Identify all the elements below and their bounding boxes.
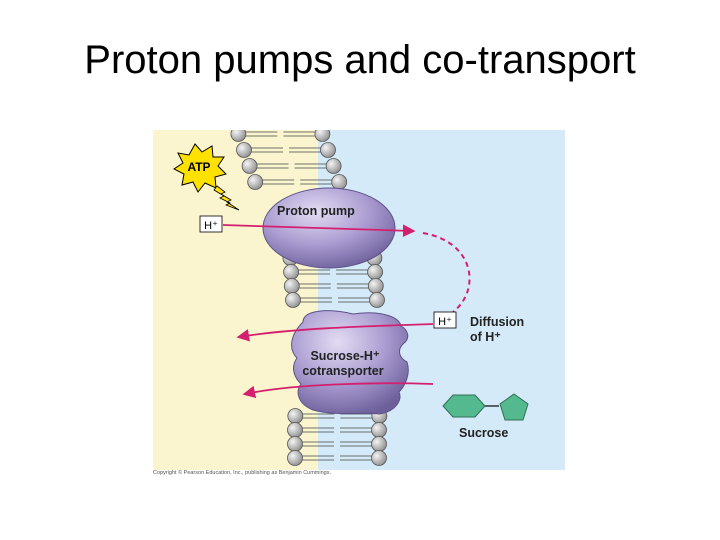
sucrose-label: Sucrose (459, 426, 508, 440)
copyright-notice: Copyright © Pearson Education, Inc., pub… (153, 470, 332, 476)
cotransporter-label-line1: Sucrose-H⁺ (310, 349, 380, 363)
h-plus-right-label: H⁺ (438, 316, 452, 328)
outside-region (153, 130, 333, 470)
atp-burst-icon (173, 143, 227, 193)
phospholipid-head (371, 450, 387, 466)
phospholipid-head (287, 422, 303, 438)
inside-region (318, 130, 565, 470)
phospholipid-head (369, 292, 385, 308)
phospholipid-head (283, 264, 300, 280)
phospholipid-head (287, 450, 303, 466)
sucrose-pentagon-icon (499, 393, 529, 421)
sucrose-arrow (242, 382, 434, 399)
cotransporter-label-line2: cotransporter (302, 364, 383, 378)
h-plus-right-box (433, 311, 457, 329)
phospholipid-head (367, 278, 384, 294)
phospholipid-head (230, 130, 247, 142)
h-plus-left-box (199, 215, 223, 233)
phospholipid-head (331, 174, 348, 190)
h-plus-return-arrow (236, 323, 434, 342)
phospholipid-head (371, 436, 387, 452)
cotransporter-protein (291, 310, 409, 415)
phospholipid-head (371, 422, 387, 438)
phospholipid-head (247, 174, 264, 190)
phospholipid-head (241, 158, 258, 174)
phospholipid-head (287, 408, 304, 424)
phospholipid-head (283, 278, 300, 294)
atp-label: ATP (187, 160, 210, 174)
slide-title: Proton pumps and co-transport (84, 38, 636, 82)
energy-bolt-icon (213, 185, 240, 211)
phospholipid-head (287, 436, 303, 452)
phospholipid-head (325, 158, 342, 174)
pump-arrow (222, 224, 416, 237)
h-plus-left-label: H⁺ (204, 220, 218, 232)
phospholipid-head (285, 292, 301, 308)
proton-pump-diagram: ATP H⁺ Proton pump H⁺ Diffusion of H⁺ Su… (153, 130, 565, 470)
phospholipid-head (314, 130, 331, 142)
diffusion-label-line1: Diffusion (470, 315, 524, 329)
phospholipid-head (367, 264, 384, 280)
proton-pump-label: Proton pump (277, 204, 355, 218)
phospholipid-head (320, 142, 336, 158)
phospholipid-head (236, 142, 252, 158)
diffusion-label-line2: of H⁺ (470, 330, 501, 344)
